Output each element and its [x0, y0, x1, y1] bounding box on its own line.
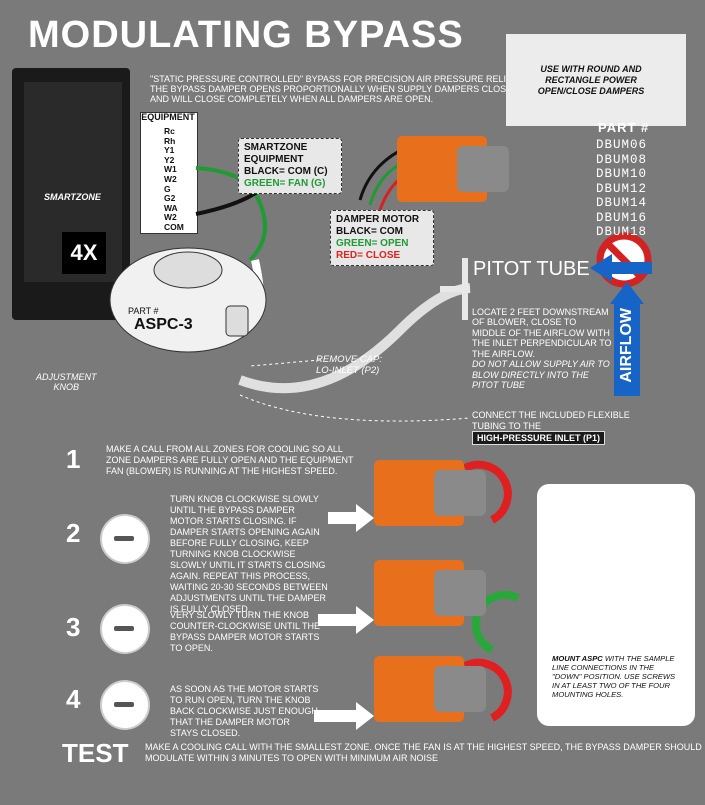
pitot-tubing	[238, 283, 471, 394]
equipment-terminal-2: Y1	[164, 145, 175, 156]
step-1-number: 1	[66, 444, 81, 474]
knob-icon-step-4	[100, 680, 150, 730]
test-text: MAKE A COOLING CALL WITH THE SMALLEST ZO…	[145, 742, 702, 763]
locate-warning: DO NOT ALLOW SUPPLY AIR TO BLOW DIRECTLY…	[472, 359, 610, 390]
equipment-terminal-0: Rc	[164, 126, 175, 136]
damper-box-label: USE WITH ROUND AND RECTANGLE POWER OPEN/…	[537, 64, 645, 96]
damper-green-label: GREEN= OPEN	[336, 238, 409, 249]
part-number-item: DBUM12	[596, 181, 648, 196]
smartzone-green-label: GREEN= FAN (G)	[244, 178, 326, 189]
part-number-item: DBUM08	[596, 152, 648, 167]
intro-text: "STATIC PRESSURE CONTROLLED" BYPASS FOR …	[150, 74, 519, 104]
step-2-text: TURN KNOB CLOCKWISE SLOWLY UNTIL THE BYP…	[170, 494, 328, 614]
panel-hx-badge: 4X	[62, 232, 106, 274]
mount-aspc-panel	[537, 484, 695, 726]
pitot-location-text: LOCATE 2 FEET DOWNSTREAM OF BLOWER, CLOS…	[472, 296, 612, 391]
locate-instructions: LOCATE 2 FEET DOWNSTREAM OF BLOWER, CLOS…	[472, 306, 612, 359]
adjustment-knob-label: ADJUSTMENT KNOB	[36, 372, 97, 392]
smartzone-callout-title: SMARTZONE EQUIPMENT	[244, 142, 308, 165]
smartzone-wire-callout: SMARTZONE EQUIPMENT BLACK= COM (C) GREEN…	[238, 138, 342, 194]
damper-motor-illustration	[397, 136, 509, 202]
airflow-arrow: AIRFLOW	[614, 300, 640, 396]
remove-cap-leader	[249, 359, 321, 367]
clockwise-arrow-icon	[463, 460, 512, 524]
knob-icon-step-3	[100, 604, 150, 654]
connect-tubing-text: CONNECT THE INCLUDED FLEXIBLE TUBING TO …	[472, 410, 630, 431]
equipment-terminal-9: W2	[164, 212, 177, 223]
equipment-terminal-title: EQUIPMENT	[141, 112, 195, 122]
part-number-item: DBUM06	[596, 138, 648, 152]
test-heading: TEST	[62, 738, 129, 768]
pitot-tube-inlet	[440, 286, 470, 292]
equipment-terminal-block	[140, 112, 198, 234]
connect-leader	[239, 394, 471, 422]
damper-motor-step-3	[374, 560, 486, 626]
step-4-arrow	[314, 702, 374, 730]
part-number-item: DBUM14	[596, 196, 648, 210]
smartzone-black-label: BLACK= COM (C)	[244, 166, 328, 177]
aspc-sensor-top	[153, 251, 223, 289]
step-3-number: 3	[66, 612, 81, 642]
clockwise-arrow-icon-2	[463, 658, 512, 722]
equipment-terminal-10: COM	[164, 222, 184, 232]
airflow-label: AIRFLOW	[618, 308, 635, 383]
equipment-terminal-3: Y2	[164, 154, 175, 165]
step-2-arrow	[328, 504, 374, 532]
step-3-arrow	[318, 606, 374, 634]
panel-brand: SMARTZONE	[44, 192, 101, 202]
adjustment-knob-shape	[225, 305, 249, 337]
equipment-terminal-1: Rh	[164, 135, 176, 146]
equipment-terminal-4: W1	[164, 164, 177, 175]
airflow-left-arrow	[590, 254, 652, 282]
part-number-item: DBUM10	[596, 167, 648, 181]
high-pressure-inlet-badge: HIGH-PRESSURE INLET (P1)	[472, 431, 606, 445]
damper-box-illustration	[506, 34, 686, 126]
step-3-text: VERY SLOWLY TURN THE KNOB COUNTER-CLOCKW…	[170, 610, 321, 653]
mount-aspc-text: MOUNT ASPC WITH THE SAMPLE LINE CONNECTI…	[552, 654, 684, 699]
mount-instructions: WITH THE SAMPLE LINE CONNECTIONS IN THE …	[552, 654, 676, 699]
equipment-terminal-5: W2	[164, 174, 177, 184]
pitot-tube-label: PITOT TUBE	[473, 258, 590, 280]
sensor-part-label: PART #	[128, 306, 159, 316]
part-number-heading: PART #	[598, 120, 650, 135]
damper-callout-title: DAMPER MOTOR	[336, 214, 420, 225]
damper-motor-step-4	[374, 656, 486, 722]
damper-motor-callout: DAMPER MOTOR BLACK= COM GREEN= OPEN RED=…	[330, 210, 434, 266]
equipment-terminal-6: G	[164, 183, 171, 194]
remove-cap-label: REMOVE CAP: LO-INLET (P2)	[316, 354, 382, 376]
part-number-item: DBUM18	[596, 225, 648, 239]
page-title: MODULATING BYPASS	[28, 14, 464, 56]
equipment-terminal-7: G2	[164, 193, 176, 204]
step-2-number: 2	[66, 518, 81, 548]
sensor-part-number: ASPC-3	[134, 316, 193, 333]
part-number-item: DBUM16	[596, 210, 648, 225]
damper-red-label: RED= CLOSE	[336, 250, 401, 261]
damper-black-label: BLACK= COM	[336, 226, 403, 237]
mount-heading: MOUNT ASPC	[552, 654, 603, 663]
step-1-text: MAKE A CALL FROM ALL ZONES FOR COOLING S…	[106, 444, 354, 476]
step-4-text: AS SOON AS THE MOTOR STARTS TO RUN OPEN,…	[170, 684, 319, 738]
damper-motor-step-2	[374, 460, 486, 526]
step-4-number: 4	[66, 684, 81, 714]
equipment-terminal-8: WA	[164, 202, 178, 213]
airflow-up-arrowhead	[610, 282, 644, 304]
knob-icon-step-2	[100, 514, 150, 564]
